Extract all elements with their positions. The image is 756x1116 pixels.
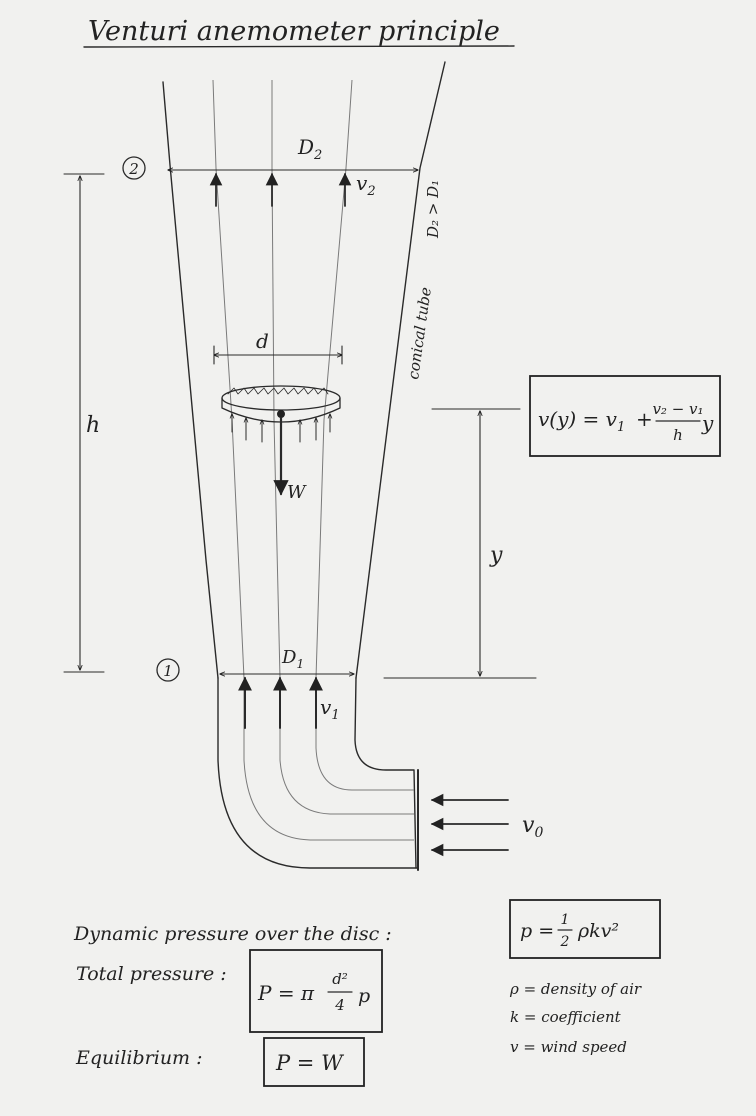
streamline xyxy=(271,80,414,815)
h-label: h xyxy=(86,413,100,438)
diagram-title: Venturi anemometer principle xyxy=(88,16,500,47)
section-1-marker xyxy=(156,658,180,682)
d2-greater-d1-label: D₂ > D₁ xyxy=(424,180,442,239)
section-2-marker xyxy=(122,156,146,180)
total-pressure-rhs: p xyxy=(358,985,370,1007)
total-pressure-frac-den: 4 xyxy=(334,996,345,1014)
tube-left-wall xyxy=(162,81,219,679)
velocity-formula-lhs: v(y) = v1 xyxy=(538,407,625,435)
velocity-formula-plus: + xyxy=(636,407,653,431)
streamline xyxy=(315,79,414,791)
D1-label: D1 xyxy=(281,647,304,671)
dynamic-pressure-frac-num: 1 xyxy=(561,912,570,928)
y-label: y xyxy=(489,543,503,568)
total-pressure-lhs: P = π xyxy=(257,981,315,1005)
D2-label: D2 xyxy=(297,135,322,163)
v1-label: v1 xyxy=(320,695,340,723)
total-pressure-frac-num: d² xyxy=(332,970,348,988)
v2-label: v2 xyxy=(356,171,376,199)
equilibrium-formula: P = W xyxy=(275,1051,345,1075)
disc-texture xyxy=(227,387,329,395)
legend-rho: ρ = density of air xyxy=(509,980,642,998)
section-1-label: 1 xyxy=(163,662,173,680)
section-2-label: 2 xyxy=(128,160,139,178)
legend-k: k = coefficient xyxy=(510,1008,622,1026)
total-pressure-box xyxy=(249,949,383,1033)
elbow-outer-wall xyxy=(217,677,419,869)
equilibrium-label: Equilibrium : xyxy=(75,1047,203,1069)
dynamic-pressure-frac-den: 2 xyxy=(560,934,570,950)
legend-v: v = wind speed xyxy=(510,1038,627,1056)
pressure-arrows xyxy=(232,413,330,443)
velocity-formula-y: y xyxy=(701,411,714,435)
dynamic-pressure-label: Dynamic pressure over the disc : xyxy=(73,923,392,945)
weight-label: W xyxy=(287,482,307,503)
dynamic-pressure-rhs: ρkv² xyxy=(577,920,619,942)
elbow-inner-wall xyxy=(354,677,417,869)
d-label: d xyxy=(256,329,269,353)
velocity-formula-denominator: h xyxy=(673,426,683,444)
velocity-formula-numerator: v₂ − v₁ xyxy=(652,400,703,418)
v0-label: v0 xyxy=(522,813,543,841)
title-underline xyxy=(83,45,515,48)
conical-tube-label: conical tube xyxy=(404,286,435,381)
tube-right-wall xyxy=(355,61,446,679)
dynamic-pressure-box xyxy=(509,899,661,959)
total-pressure-label: Total pressure : xyxy=(76,963,227,985)
equilibrium-box xyxy=(263,1037,365,1087)
dynamic-pressure-lhs: p = xyxy=(520,920,554,942)
disc-center xyxy=(277,410,285,418)
velocity-formula-box xyxy=(529,375,721,457)
